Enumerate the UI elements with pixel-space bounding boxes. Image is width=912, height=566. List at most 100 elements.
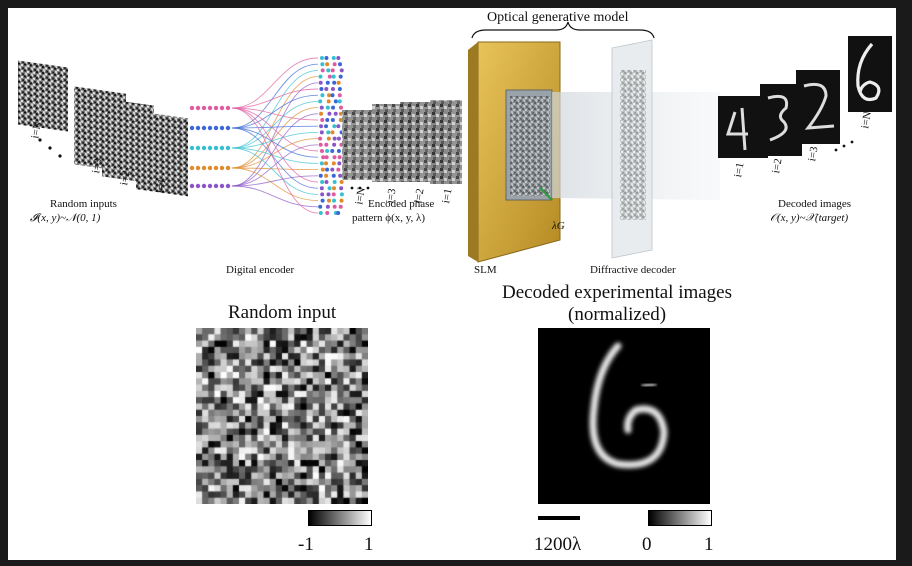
encoder-output-node: [330, 68, 335, 73]
encoder-output-node: [324, 173, 329, 178]
encoder-output-node: [324, 124, 329, 129]
encoder-output-node: [319, 87, 324, 91]
encoder-output-node: [325, 105, 330, 110]
encoder-input-node: [207, 183, 213, 189]
encoder-output-node: [324, 155, 329, 160]
encoder-output-node: [336, 167, 341, 172]
encoder-output-node: [318, 99, 323, 104]
encoded-phase-line1: Encoded phase: [368, 198, 435, 210]
encoder-output-node: [324, 87, 329, 91]
digit-6-stroke: [856, 42, 881, 102]
encoder-output-node: [318, 142, 323, 147]
encoder-input-node: [189, 183, 195, 189]
encoder-input-node: [195, 183, 201, 189]
encoder-output-node: [319, 56, 324, 60]
encoder-input-node: [219, 183, 225, 189]
encoder-input-node: [213, 183, 219, 189]
encoder-output-node: [326, 130, 331, 135]
encoder-input-node: [195, 165, 201, 171]
encoder-link: [231, 82, 319, 187]
encoder-output-node: [318, 136, 323, 141]
encoder-input-node: [189, 125, 195, 131]
decoded-experimental-title-line2: (normalized): [568, 304, 667, 325]
encoder-input-node: [213, 165, 219, 171]
encoder-input-node: [219, 145, 225, 151]
encoder-output-node: [319, 124, 324, 129]
random-colorbar-max: 1: [364, 534, 374, 555]
encoder-output-node: [332, 136, 337, 141]
decoded-digit-6: [589, 342, 668, 469]
encoder-output-node: [331, 161, 336, 166]
phase-pattern-stack: [342, 100, 462, 190]
decoded-colorbar-max: 1: [704, 534, 714, 555]
slm-device: [468, 41, 561, 263]
encoder-output-node: [339, 192, 344, 197]
encoder-link: [231, 57, 319, 109]
encoder-input-node: [225, 165, 231, 171]
encoder-input-node: [225, 125, 231, 131]
decoded-experimental-image: [538, 328, 710, 504]
encoder-output-node: [332, 142, 337, 147]
encoder-output-node: [331, 105, 336, 110]
encoder-link: [231, 107, 319, 169]
encoder-link: [231, 107, 319, 152]
optical-model-brace: [471, 21, 655, 39]
encoder-output-node: [318, 74, 323, 79]
encoder-output-node: [336, 80, 341, 85]
digit-3-stroke: [767, 94, 789, 142]
stack-label-i1: i=1: [154, 177, 169, 195]
encoder-output-node: [327, 74, 332, 79]
encoder-output-node: [332, 180, 337, 184]
encoder-output-node: [324, 56, 329, 60]
encoder-output-node: [320, 93, 325, 98]
encoder-link: [231, 127, 319, 158]
lambda-g-label: λG: [552, 220, 565, 232]
scale-bar: [538, 516, 580, 520]
encoder-output-node: [319, 149, 324, 153]
encoder-output-node: [338, 204, 343, 209]
encoder-input-node: [207, 165, 213, 171]
encoder-link: [231, 167, 319, 202]
encoder-output-node: [339, 186, 344, 191]
encoder-output-node: [337, 161, 342, 166]
digit-2-stroke: [803, 82, 835, 130]
encoder-output-node: [319, 111, 324, 116]
encoder-output-node: [339, 180, 344, 184]
encoder-output-node: [338, 105, 343, 110]
encoder-output-node: [318, 80, 323, 85]
encoder-input-node: [189, 165, 195, 171]
encoder-output-node: [325, 80, 330, 85]
encoder-output-node: [319, 186, 324, 191]
stack-label-i2: i=2: [118, 169, 133, 187]
encoder-output-node: [325, 149, 330, 153]
encoder-output-node: [332, 198, 337, 203]
encoder-output-node: [333, 111, 338, 116]
encoder-output-node: [319, 130, 324, 135]
encoder-output-node: [319, 161, 324, 166]
encoder-output-node: [331, 192, 336, 197]
decoded-images-formula: 𝒪(x, y)~𝒳(target): [770, 212, 849, 224]
encoder-output-node: [327, 198, 332, 203]
encoder-output-node: [331, 173, 336, 178]
encoder-output-node: [338, 74, 343, 79]
phase-frame-i1: [430, 100, 462, 184]
encoder-output-node: [330, 149, 335, 153]
encoder-input-node: [213, 125, 219, 131]
encoder-output-node: [332, 62, 337, 67]
decoded-colorbar: [648, 510, 712, 526]
stack-label-i3: i=3: [90, 157, 105, 175]
encoder-input-node: [201, 165, 207, 171]
encoder-output-node: [337, 62, 342, 67]
encoder-output-node: [320, 180, 325, 184]
encoder-input-node: [201, 183, 207, 189]
random-input-colorbar: [308, 510, 372, 526]
encoder-output-node: [325, 62, 330, 67]
encoder-link: [231, 167, 319, 171]
encoder-output-node: [331, 74, 336, 79]
encoder-input-node: [213, 145, 219, 151]
decoded-experimental-title-line1: Decoded experimental images: [502, 282, 733, 303]
encoder-output-node: [326, 136, 331, 141]
encoder-output-node: [324, 142, 329, 147]
encoder-output-node: [330, 87, 335, 91]
encoder-output-node: [325, 204, 330, 209]
